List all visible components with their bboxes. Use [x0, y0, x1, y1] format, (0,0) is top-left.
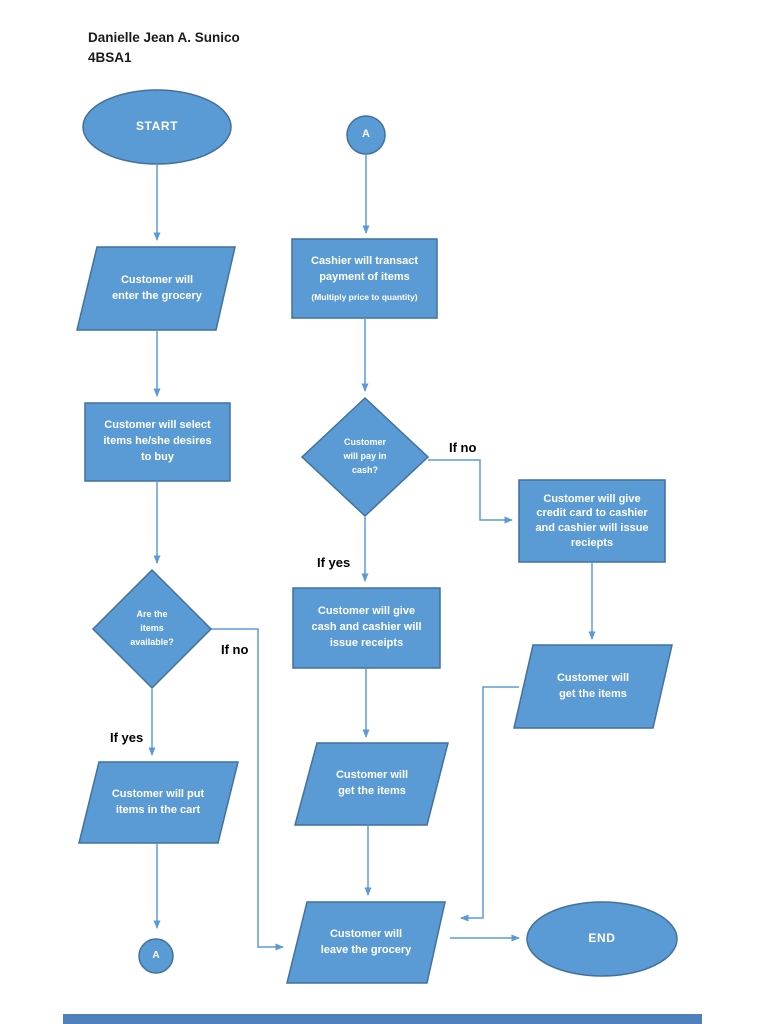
put-items-cart-shape: [78, 761, 239, 844]
edge-label-pay-yes: If yes: [317, 555, 351, 570]
give-credit-card-shape: [518, 479, 666, 563]
edge-label-available-yes: If yes: [110, 730, 144, 745]
author-section: 4BSA1: [88, 49, 132, 65]
get-items-right-shape: [513, 644, 673, 729]
next-page-edge: [63, 1014, 702, 1024]
connector-a-top-shape: [346, 115, 386, 155]
start-terminator-shape: [82, 89, 232, 165]
pay-in-cash-decision-shape: [300, 396, 430, 518]
get-items-mid-shape: [294, 742, 449, 826]
edge-label-pay-no: If no: [449, 440, 477, 455]
enter-grocery-shape: [76, 246, 236, 331]
end-terminator-shape: [526, 901, 678, 977]
connector-paycash-no-to-creditcard: [428, 459, 513, 524]
select-items-shape: [84, 402, 231, 482]
cashier-transact-shape: [291, 238, 438, 319]
items-available-decision-shape: [91, 568, 213, 690]
connector-available-no-to-leave: [211, 628, 284, 951]
connector-getitems-right-to-leave: [460, 686, 519, 922]
author-name: Danielle Jean A. Sunico: [88, 30, 240, 45]
leave-grocery-shape: [286, 901, 446, 984]
author-block: Danielle Jean A. Sunico 4BSA1: [88, 28, 240, 67]
connector-a-bottom-shape: [138, 938, 174, 974]
give-cash-shape: [292, 587, 441, 669]
edge-label-available-no: If no: [221, 642, 249, 657]
